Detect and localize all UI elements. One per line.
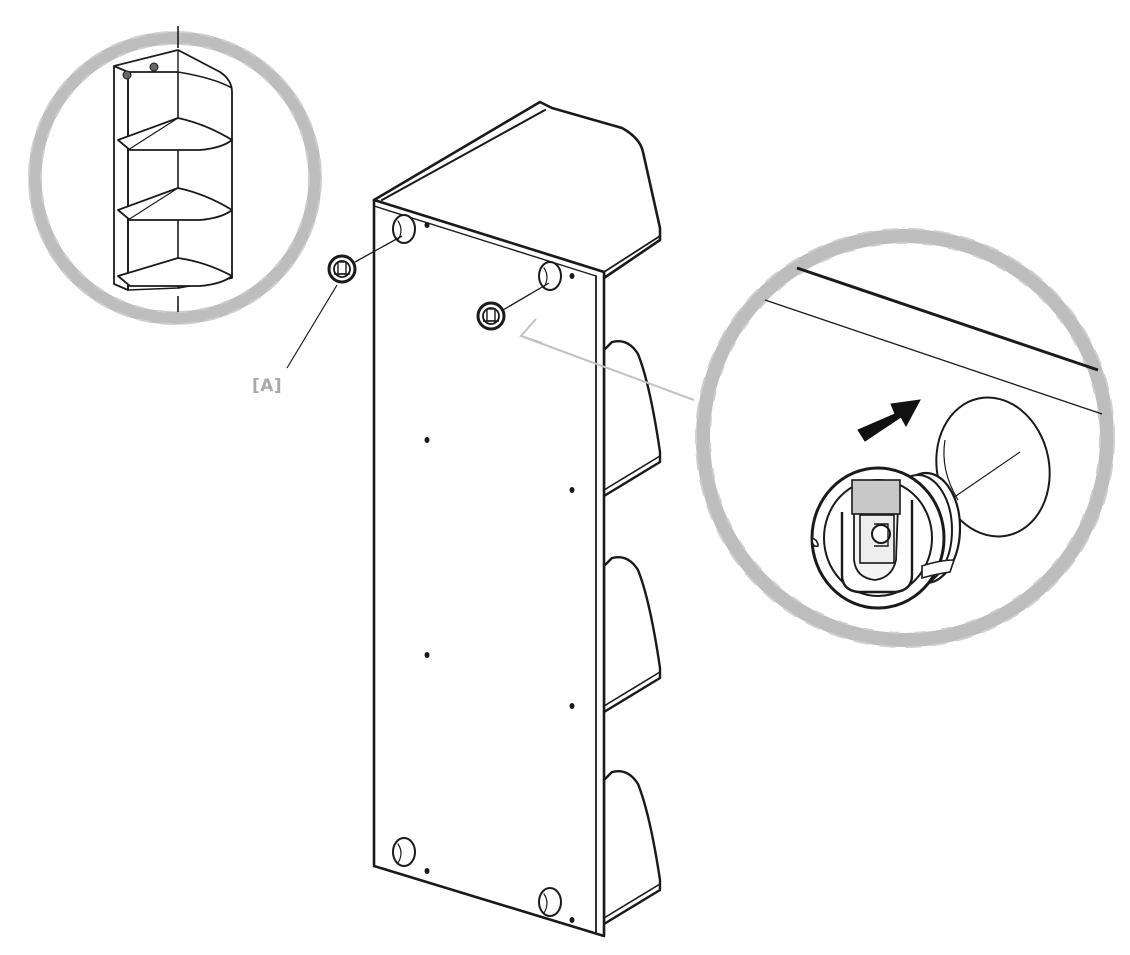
cabinet-overview-icon [113,26,233,312]
top-panel-front-edge [603,235,661,273]
callout-label-a: [A] [252,376,283,396]
cabinet-top-panel [372,100,662,280]
fitting-tab [851,479,901,515]
bottom-panel [602,770,662,926]
hanger-hole-bottom-left [392,837,416,867]
overview-callout [28,26,322,325]
shelf-2-edge [603,671,661,707]
wall-hanger-fitting-right [476,282,550,331]
detail-hanger-hole [935,396,1051,538]
cabinet-back-panel [372,198,606,938]
detail-pointer-arrow [519,318,695,401]
wall-hanger-fitting-detail [810,466,962,610]
nail-holes [424,222,575,923]
overview-callout-ring [28,31,322,325]
wall-hanger-fitting-left [327,235,403,284]
shelf-1-edge [603,455,661,491]
push-arrow-icon [857,399,921,442]
callout-a-leader [286,284,338,369]
hanger-hole-top-right [538,261,562,291]
shelf-2 [602,556,662,714]
fitting-detail-callout [695,228,1115,648]
detail-callout-ring [696,229,1114,647]
corner-cabinet-back-view [372,100,662,938]
top-panel-back-edge [381,109,546,201]
bottom-panel-edge [603,883,661,919]
shelf-1 [602,340,662,498]
hanger-hole-bottom-right [538,887,562,917]
